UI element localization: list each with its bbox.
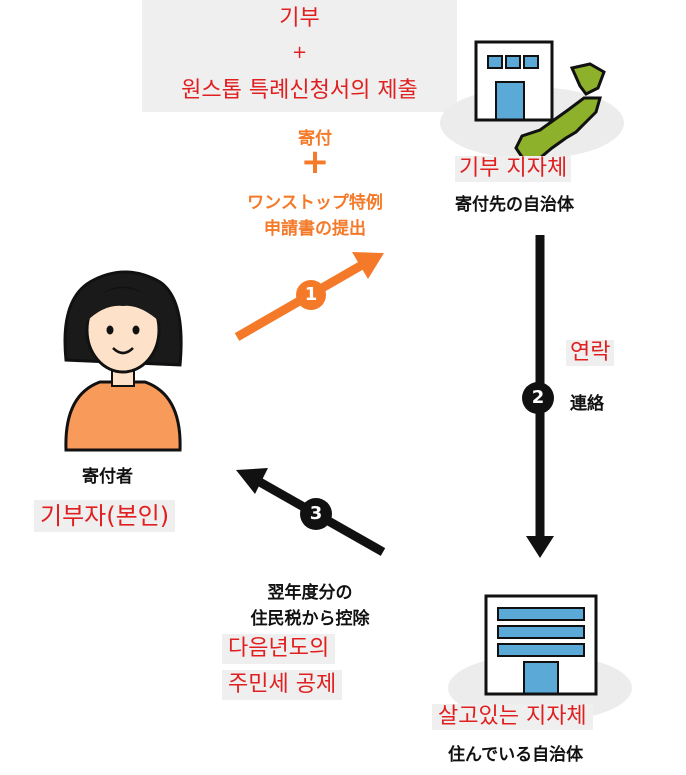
home-municipality-jp: 住んでいる自治体: [448, 745, 584, 765]
step3-jp-line1: 翌年度分の: [267, 583, 353, 603]
top-overlay-box: [142, 0, 457, 112]
donor-jp: 寄付者: [82, 467, 133, 487]
step2-number: 2: [531, 387, 545, 408]
top-overlay-line1: 기부: [279, 6, 320, 31]
step3-ko-line1: 다음년도의: [222, 634, 336, 664]
dest-building-icon: [474, 40, 554, 122]
dest-municipality-ko: 기부 지자체: [455, 156, 572, 182]
dest-municipality-jp: 寄付先の自治体: [455, 195, 574, 215]
top-overlay-line2: +: [291, 42, 308, 63]
step3-jp-line2: 住民税から控除: [250, 609, 370, 629]
step1-circle: [296, 280, 326, 310]
step3-number: 3: [309, 503, 323, 524]
step1-label-line3: 申請書の提出: [264, 219, 366, 239]
home-municipality-ko: 살고있는 지자체: [432, 704, 593, 730]
step1-label-line2: ワンストップ特例: [247, 193, 383, 213]
step3-ko-line2: 주민세 공제: [222, 670, 343, 700]
step1-number: 1: [304, 284, 318, 305]
top-overlay-line3: 원스톱 특례신청서의 제출: [181, 78, 418, 103]
step2-circle: [522, 382, 554, 414]
step1-plus: +: [300, 142, 330, 182]
donor-person-icon: [63, 270, 183, 452]
step1-label-line1: 寄付: [298, 129, 332, 149]
step2-jp: 連絡: [570, 394, 604, 414]
step3-circle: [300, 498, 332, 530]
home-building-icon: [484, 594, 598, 696]
donor-ko: 기부자(본인): [34, 500, 176, 532]
step2-ko: 연락: [566, 340, 615, 366]
